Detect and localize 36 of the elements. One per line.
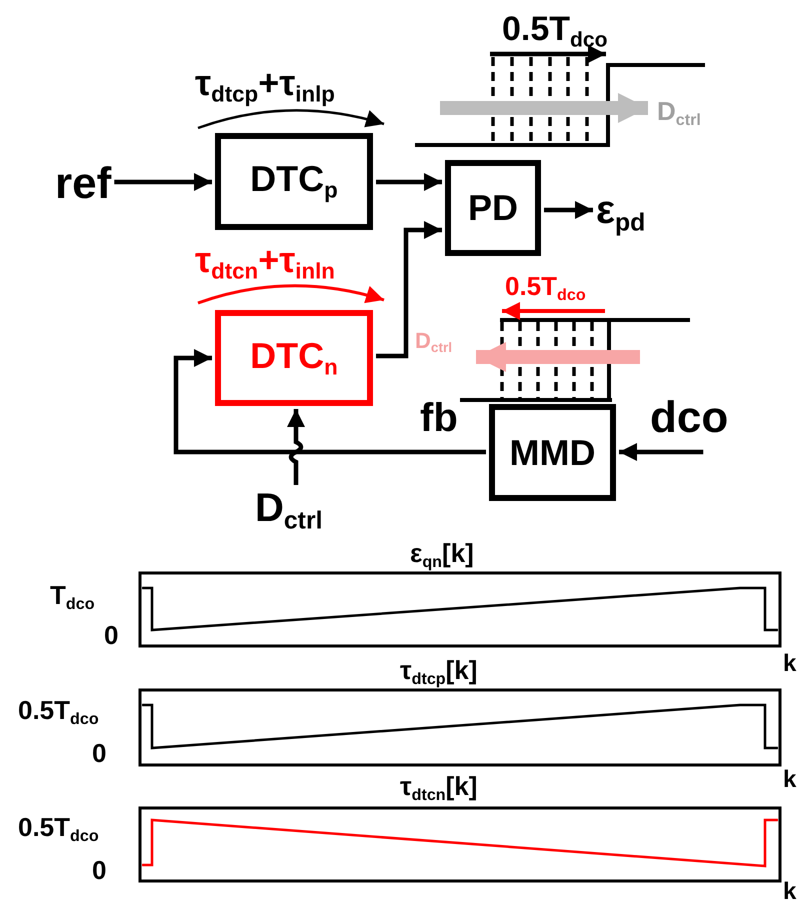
divider-block	[489, 404, 616, 501]
axis-tick-label: 0.5T$_{dco}$	[18, 814, 99, 844]
arrow	[174, 349, 486, 454]
axis-tick-label: 0.5T$_{dco}$	[18, 697, 99, 727]
arrow	[619, 443, 704, 461]
axis-label: k	[783, 768, 796, 792]
arrow	[544, 201, 593, 219]
signal-label: ref	[55, 162, 112, 206]
axis-tick-label: 0	[104, 622, 118, 648]
block-label: MMD	[510, 434, 596, 470]
plot-title: τ$_{dtcp}$[k]	[400, 657, 478, 687]
signal-label: ε$_{pd}$	[596, 190, 646, 236]
dtc-block	[215, 310, 373, 406]
plot-title: τ$_{dtcn}$[k]	[400, 773, 478, 803]
control-label: D$_{ctrl}$	[657, 98, 701, 128]
signal-label: dco	[650, 396, 728, 440]
delay-label: τ$_{dtcn}$+τ$_{inln}$	[195, 242, 335, 283]
block-label: PD	[468, 190, 518, 226]
axis-tick-label: 0	[92, 857, 106, 883]
axis-tick-label: T$_{dco}$	[50, 582, 95, 612]
axis-label: k	[783, 652, 796, 676]
block-label: DTC$_{n}$	[250, 338, 338, 378]
arrow	[376, 221, 442, 358]
dtc-block	[215, 133, 373, 230]
block-label: DTC$_{p}$	[250, 161, 338, 202]
signal-label: D$_{ctrl}$	[255, 488, 322, 534]
delay-label: τ$_{dtcp}$+τ$_{inlp}$	[195, 65, 335, 106]
control-label: D$_{ctrl}$	[415, 330, 452, 355]
arrow	[376, 173, 442, 191]
axis-tick-label: 0	[92, 740, 106, 766]
dimension-label: 0.5T$_{dco}$	[505, 273, 586, 303]
axis-label: k	[783, 880, 796, 904]
plot-title: ε$_{qn}$[k]	[410, 540, 474, 570]
arrow	[114, 173, 212, 191]
phase-detector-block	[445, 160, 541, 256]
dimension-label: 0.5T$_{dco}$	[502, 12, 608, 50]
